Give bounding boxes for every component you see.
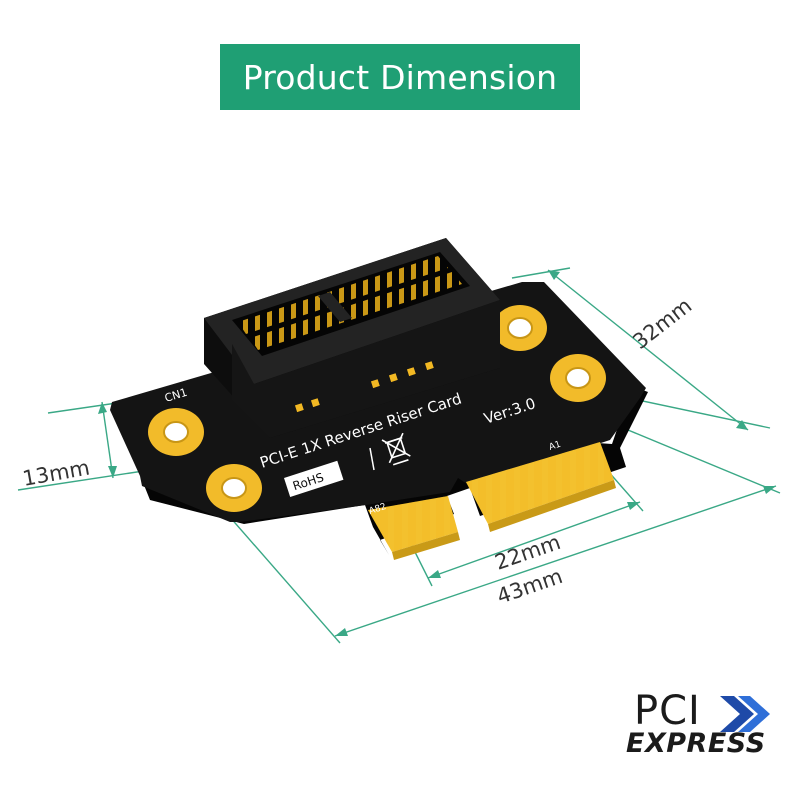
mounting-hole (148, 408, 204, 456)
pci-express-logo: PCI EXPRESS (624, 688, 784, 768)
logo-pci-text: PCI (634, 688, 701, 734)
title-banner: Product Dimension (220, 44, 580, 110)
logo-express-text: EXPRESS (626, 728, 766, 759)
dim-extension-line (221, 507, 341, 644)
dimension-arrows (98, 270, 776, 636)
dim-43mm-line (334, 485, 777, 637)
dim-22mm-line (427, 501, 641, 579)
dim-label-13mm: 13mm (21, 456, 92, 491)
connector-ref-label: CN1 (163, 386, 189, 405)
dim-32mm-line (547, 269, 749, 431)
pin-a1-label: A1 (548, 440, 562, 453)
page-title: Product Dimension (242, 57, 558, 97)
mounting-hole (206, 464, 262, 512)
silkscreen-divider (369, 447, 375, 471)
mounting-hole (550, 354, 606, 402)
rohs-badge: RoHS (284, 460, 344, 498)
weee-bin-icon (381, 432, 411, 466)
dim-label-32mm: 32mm (628, 293, 696, 354)
mounting-holes (148, 305, 606, 512)
chevron-right-icon (720, 696, 770, 732)
dim-13mm-line (101, 401, 114, 479)
pcie-x1-slot (204, 238, 500, 438)
mounting-hole (493, 305, 547, 351)
dim-extension-line (627, 429, 781, 494)
dim-extension-line (511, 267, 571, 279)
dim-extension-line (17, 469, 151, 491)
